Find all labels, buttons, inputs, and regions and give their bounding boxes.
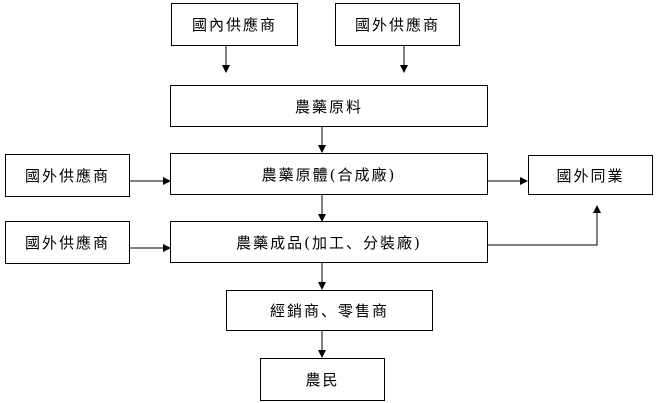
foreign-supplier-left1-box: 國外供應商 xyxy=(5,154,130,197)
foreign-peers-box: 國外同業 xyxy=(528,155,653,195)
formulated-product-box: 農藥成品(加工、分裝廠) xyxy=(170,221,488,263)
farmers-box: 農民 xyxy=(260,358,385,401)
raw-material-box: 農藥原料 xyxy=(170,85,488,127)
foreign-supplier-left2-box: 國外供應商 xyxy=(5,221,130,264)
foreign-supplier-top-box: 國外供應商 xyxy=(335,3,460,46)
technical-material-box: 農藥原體(合成廠) xyxy=(170,153,488,195)
arrow-product-to-peers xyxy=(487,205,601,246)
distributors-box: 經銷商、零售商 xyxy=(226,290,433,331)
domestic-supplier-box: 國內供應商 xyxy=(171,3,298,46)
